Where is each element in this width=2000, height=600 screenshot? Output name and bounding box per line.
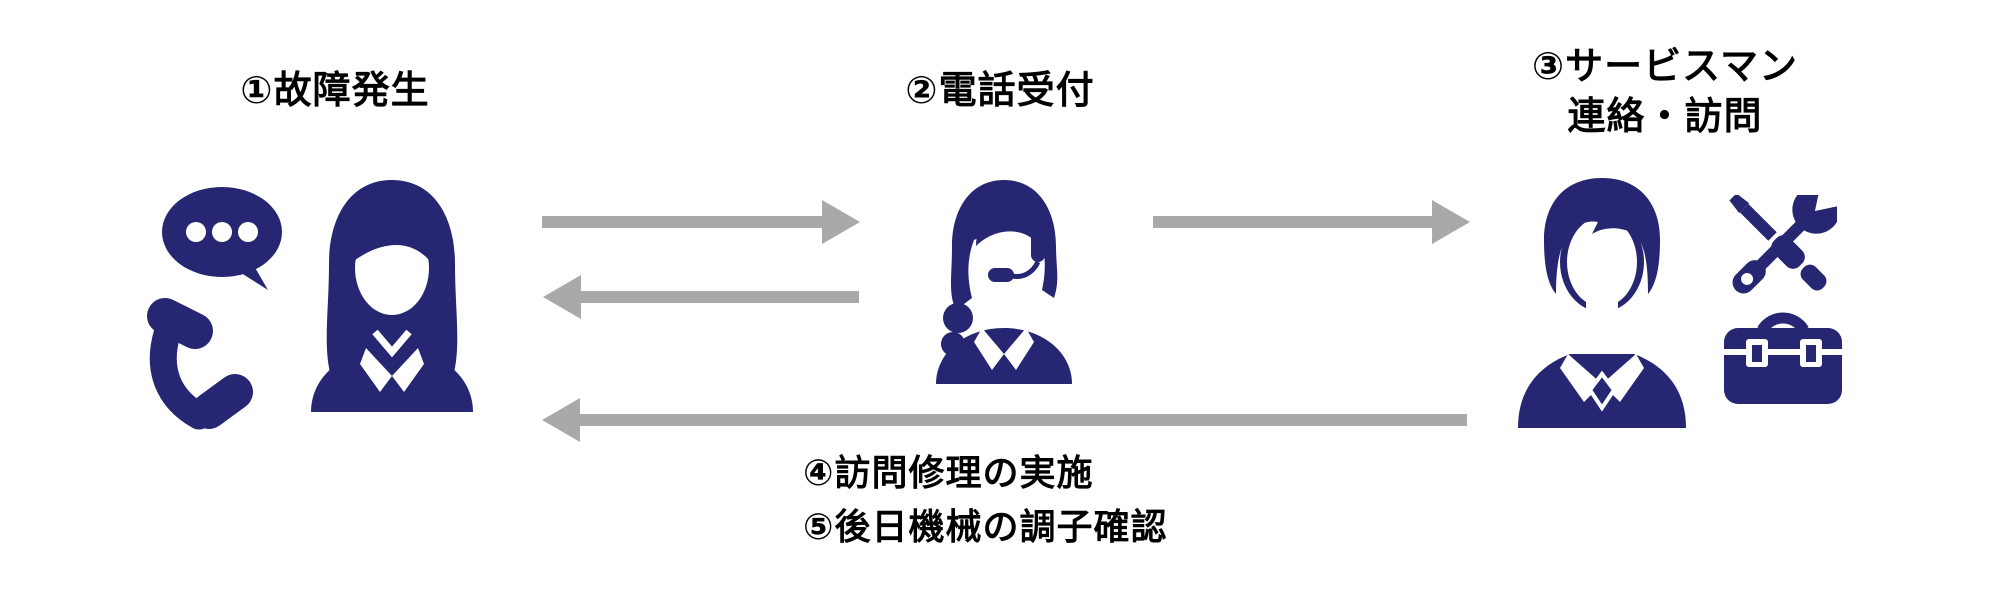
step3-label-line1: ③サービスマン [1531,46,1799,88]
step2-label: ②電話受付 [905,70,1095,112]
serviceman-icon [1518,178,1686,428]
toolbox-icon [1722,312,1844,404]
operator-icon [936,180,1072,384]
step4-label: ④訪問修理の実施 [803,452,1094,493]
arrow-shaft [1153,216,1434,228]
arrow-shaft [579,291,859,303]
step3-label-line2: 連絡・訪問 [1567,96,1763,138]
arrow-left-head-icon [543,275,581,319]
arrow-step1-to-step2 [542,200,860,244]
arrow-step2-to-step1 [543,275,859,319]
arrow-shaft [578,414,1467,426]
step1-label: ①故障発生 [240,70,430,112]
arrow-step2-to-step3 [1153,200,1470,244]
arrow-right-head-icon [822,200,860,244]
step3-label: ③サービスマン 連絡・訪問 [1515,42,1815,142]
phone-icon [147,298,253,430]
arrow-step3-to-step1 [542,398,1467,442]
step5-label: ⑤後日機械の調子確認 [803,506,1168,547]
customer-icon [311,180,473,412]
speech-bubble-icon [162,187,282,290]
step4-5-label: ④訪問修理の実施 ⑤後日機械の調子確認 [803,446,1167,554]
tools-icon [1729,195,1837,294]
arrow-shaft [542,216,824,228]
arrow-right-head-icon [1432,200,1470,244]
wrench-icon [1732,195,1837,294]
arrow-left-head-icon [542,398,580,442]
